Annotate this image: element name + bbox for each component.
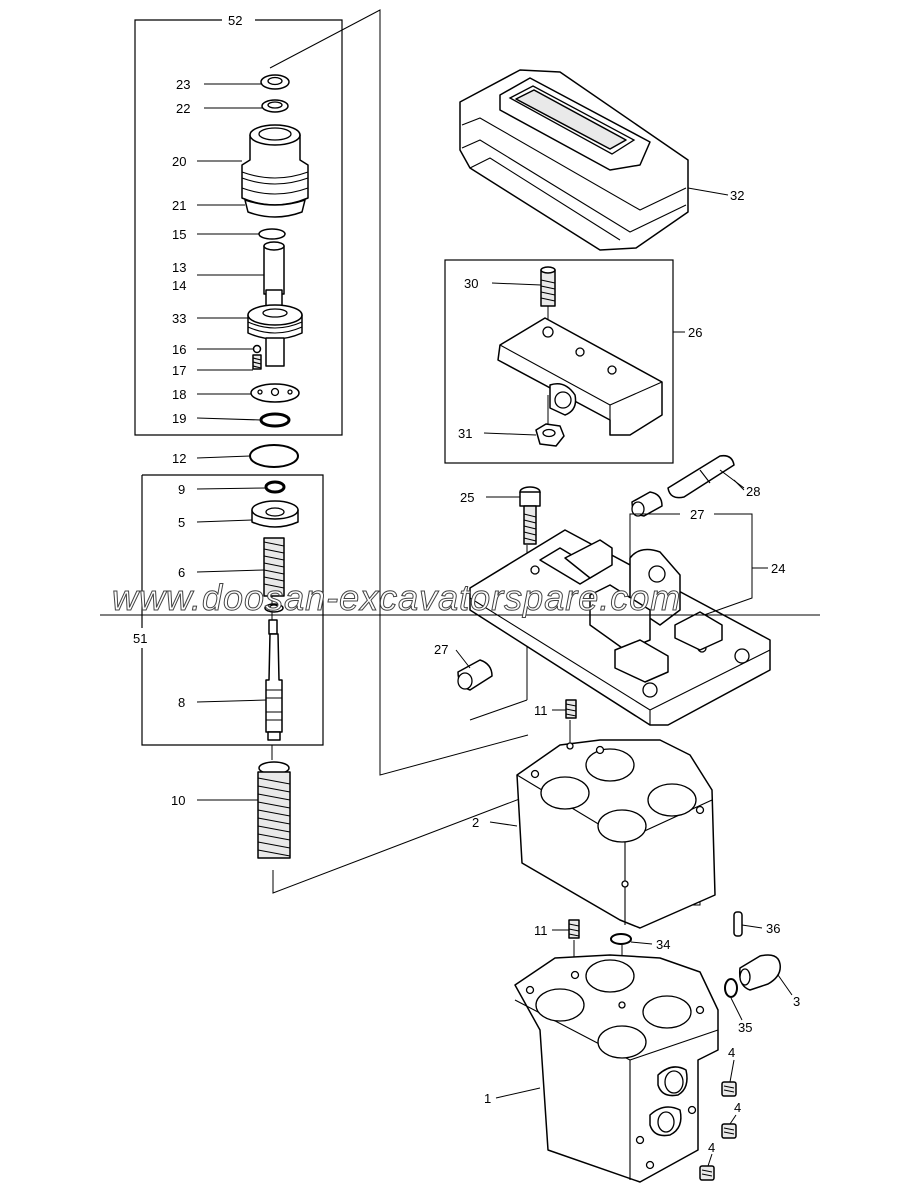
spring-pin-11-upper [565, 699, 577, 719]
callout-14: 14 [172, 278, 186, 293]
ball-16 [252, 344, 262, 354]
callout-15: 15 [172, 227, 186, 242]
bushing-27-lower [457, 659, 493, 691]
callout-9: 9 [178, 482, 185, 497]
callout-26: 26 [688, 325, 702, 340]
callout-34: 34 [656, 937, 670, 952]
rubber-boot-32 [459, 69, 689, 251]
callout-8: 8 [178, 695, 185, 710]
bolt-25 [519, 486, 541, 545]
callout-51: 51 [133, 631, 147, 646]
pin-28 [667, 454, 735, 499]
assembly-guide-lines [269, 9, 701, 1005]
spool-8 [265, 619, 283, 741]
callout-2: 2 [472, 815, 479, 830]
callout-13: 13 [172, 260, 186, 275]
callout-20: 20 [172, 154, 186, 169]
spring-17 [252, 354, 262, 370]
callout-4-c: 4 [708, 1140, 715, 1155]
group-box-26 [444, 259, 674, 464]
callout-6: 6 [178, 565, 185, 580]
callout-4-a: 4 [728, 1045, 735, 1060]
o-ring-15 [258, 228, 286, 240]
o-ring-34 [610, 933, 632, 945]
push-rod-13-14 [263, 241, 285, 307]
washer-7 [264, 603, 284, 613]
callout-35: 35 [738, 1020, 752, 1035]
callout-27-lower: 27 [434, 642, 448, 657]
casing-1 [514, 954, 719, 1183]
watermark-text: www.doosan-excavatorspare.com [112, 577, 681, 618]
callout-1: 1 [484, 1091, 491, 1106]
return-spring-10 [257, 761, 291, 859]
callout-11-upper: 11 [534, 703, 548, 718]
callout-24: 24 [771, 561, 785, 576]
callout-32: 32 [730, 188, 744, 203]
callout-30: 30 [464, 276, 478, 291]
callout-19: 19 [172, 411, 186, 426]
nut-31 [535, 423, 565, 447]
plate-24 [469, 529, 771, 726]
pin-36 [733, 911, 743, 937]
callout-12: 12 [172, 451, 186, 466]
callout-3: 3 [793, 994, 800, 1009]
spring-6 [263, 537, 285, 597]
callout-36: 36 [766, 921, 780, 936]
o-ring-12 [249, 444, 299, 468]
callout-21: 21 [172, 198, 186, 213]
plug-4-c [699, 1165, 715, 1181]
callout-11-lower: 11 [534, 923, 548, 938]
callout-23: 23 [176, 77, 190, 92]
callout-27-upper: 27 [690, 507, 704, 522]
plate-18 [250, 383, 300, 403]
callout-28: 28 [746, 484, 760, 499]
o-ring-35 [724, 978, 738, 998]
spring-pin-11-lower [568, 919, 580, 939]
snap-ring-19 [259, 412, 291, 428]
callout-17: 17 [172, 363, 186, 378]
callout-33: 33 [172, 311, 186, 326]
plug-3 [738, 954, 781, 991]
ring-22 [261, 99, 289, 113]
callout-18: 18 [172, 387, 186, 402]
plug-4-b [721, 1123, 737, 1139]
snap-ring-9 [264, 480, 286, 494]
leader-lines [196, 83, 793, 1167]
bushing-27-upper [631, 491, 663, 517]
callout-10: 10 [171, 793, 185, 808]
plug-4-a [721, 1081, 737, 1097]
callout-52: 52 [228, 13, 242, 28]
group-box-51 [141, 474, 324, 746]
spring-seat-33 [247, 304, 303, 367]
watermark: www.doosan-excavatorspare.com [100, 577, 820, 619]
callout-25: 25 [460, 490, 474, 505]
cam-plate-26 [497, 317, 663, 436]
callout-4-b: 4 [734, 1100, 741, 1115]
callout-22: 22 [176, 101, 190, 116]
group-box-52 [134, 19, 343, 436]
callout-labels: 52 23 22 20 21 15 13 14 33 16 17 18 19 1… [133, 13, 800, 1155]
set-screw-30 [540, 266, 556, 307]
washer-21 [244, 199, 306, 218]
spring-seat-5 [251, 500, 299, 528]
seal-23 [260, 74, 290, 90]
callout-5: 5 [178, 515, 185, 530]
plug-20 [241, 124, 309, 206]
callout-31: 31 [458, 426, 472, 441]
callout-16: 16 [172, 342, 186, 357]
body-2 [516, 739, 716, 929]
